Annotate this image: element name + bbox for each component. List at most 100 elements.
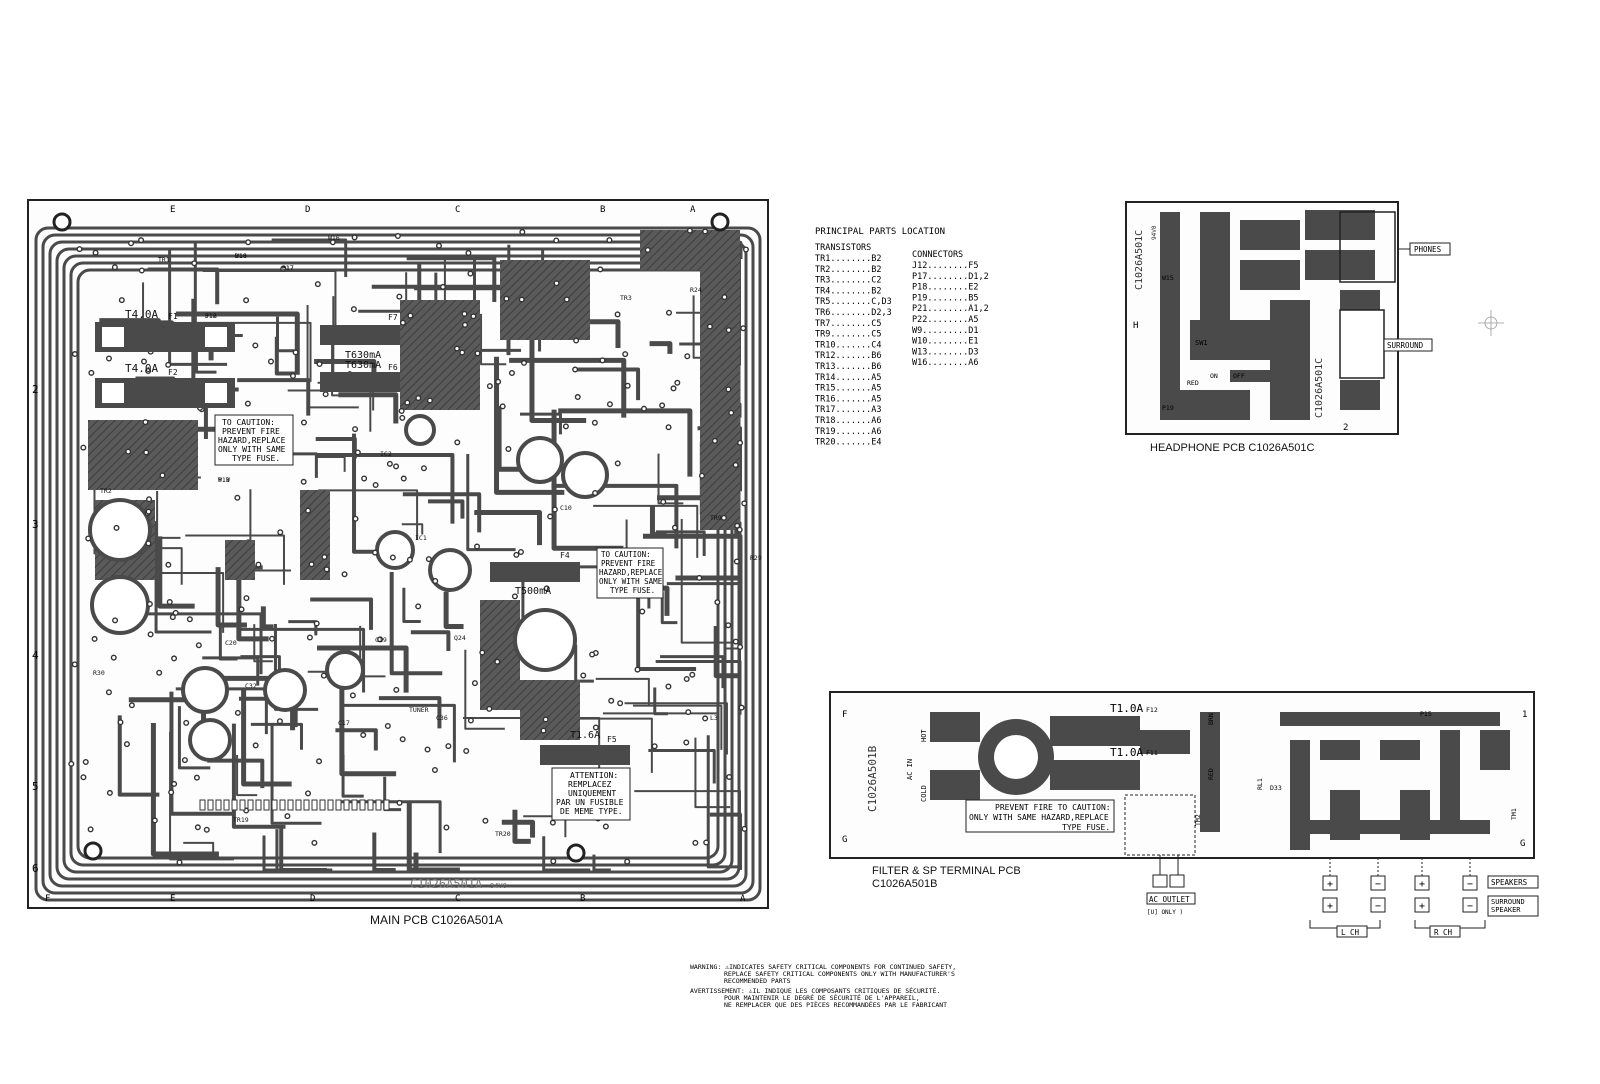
connector-location: W13........D3 [912, 347, 979, 357]
solder-pad [172, 609, 179, 616]
border-trace [62, 254, 734, 874]
solder-pad [407, 312, 414, 319]
grid-col-label: D [305, 205, 310, 215]
phones-jack-outline [1339, 211, 1396, 283]
solder-pad [400, 475, 407, 482]
solder-pad [165, 361, 172, 368]
solder-pad [151, 817, 158, 824]
solder-pad [462, 321, 469, 328]
solder-pad [128, 240, 135, 247]
filter-label-p15: P15 [1420, 710, 1432, 718]
solder-pad [737, 439, 744, 446]
transistor-location: TR16.......A5 [815, 394, 882, 404]
component-ref-label: TR9 [710, 514, 722, 522]
grid-row-label: 3 [32, 518, 39, 531]
component-ref-label: L3 [710, 714, 718, 722]
copper-trace [250, 722, 304, 750]
transistor-location: TR15.......A5 [815, 384, 882, 394]
solder-pad [234, 494, 241, 501]
solder-pad [714, 599, 721, 606]
solder-pad [651, 743, 658, 750]
solder-pad [255, 561, 262, 568]
copper-pour [500, 260, 590, 340]
solder-pad [683, 739, 690, 746]
capacitor-outline [375, 530, 415, 570]
grid-col-label: C [455, 205, 460, 215]
solder-pad [435, 242, 442, 249]
copper-trace [660, 592, 678, 625]
headphone-copper [1160, 210, 1380, 420]
solder-pad [252, 742, 259, 749]
component-ref-label: C19 [375, 636, 387, 644]
solder-pad [142, 419, 149, 426]
solder-pad [591, 419, 598, 426]
solder-pad [112, 617, 119, 624]
solder-pad [243, 297, 250, 304]
mounting-hole [710, 212, 730, 232]
solder-pad [551, 506, 558, 513]
warning-en-2: REPLACE SAFETY CRITICAL COMPONENTS ONLY … [724, 970, 955, 978]
solder-pad [725, 386, 732, 393]
fuse-f5-ref: F5 [607, 735, 617, 744]
solder-pad [732, 462, 739, 469]
caution2-line-3: HAZARD,REPLACE [599, 568, 663, 577]
component-ref-label: D17 [282, 264, 294, 272]
attention-line-4: PAR UN FUSIBLE [556, 798, 624, 807]
solder-pad [726, 773, 733, 780]
terminal-polarity: + [1419, 879, 1425, 890]
filter-grid-1: 1 [1522, 710, 1527, 720]
copper-trace [340, 703, 456, 763]
solder-pad [289, 372, 296, 379]
copper-trace [593, 504, 699, 558]
solder-pad [399, 414, 406, 421]
copper-trace [632, 704, 723, 750]
copper-trace [231, 723, 286, 829]
solder-pad [685, 709, 692, 716]
solder-pad [71, 351, 78, 358]
solder-pad [314, 281, 321, 288]
solder-pad [146, 496, 153, 503]
copper-trace [271, 238, 348, 278]
ic-pin [351, 799, 358, 811]
solder-pad [665, 683, 672, 690]
terminal-polarity: + [1327, 901, 1333, 912]
ic-pin [271, 799, 278, 811]
copper-trace [274, 336, 296, 376]
solder-pad [300, 419, 307, 426]
solder-pad [267, 358, 274, 365]
solder-pad [245, 239, 252, 246]
solder-pad [166, 599, 173, 606]
ic-pin [295, 799, 302, 811]
warning-fr-3: NE REMPLACER QUE DES PIÈCES RECOMMANDÉES… [724, 1000, 947, 1009]
component-ref-label: IC1 [415, 534, 427, 542]
main-attention-box: ATTENTION: REMPLACEZ UNIQUEMENT PAR UN F… [551, 767, 631, 821]
connector-location: W16........A6 [912, 358, 979, 368]
solder-pad [617, 700, 624, 707]
solder-pad [482, 817, 489, 824]
capacitor-outline [88, 498, 152, 562]
solder-pad [659, 402, 666, 409]
solder-pad [234, 709, 241, 716]
solder-pad [117, 719, 124, 726]
registration-crosshair [1478, 310, 1504, 336]
component-ref-label: TR19 [233, 816, 249, 824]
filter-caution-3: TYPE FUSE. [1062, 823, 1110, 832]
solder-pad [696, 574, 703, 581]
component-ref-label: TR1 [158, 256, 170, 264]
copper-trace [713, 626, 740, 679]
solder-pad [624, 858, 631, 865]
capacitor-outline [90, 575, 150, 635]
solder-pad [323, 566, 330, 573]
solder-pad [169, 614, 176, 621]
solder-pad [698, 472, 705, 479]
solder-pad [589, 651, 596, 658]
capacitor-outline [561, 451, 609, 499]
transistor-location: TR9........C5 [815, 330, 882, 340]
fuse-f6: T630mA F6 [320, 360, 400, 392]
copper-trace [542, 836, 591, 872]
copper-pour [225, 540, 255, 580]
component-ref-label: C10 [560, 504, 572, 512]
solder-pad [486, 705, 493, 712]
fuse-f2-ref: F2 [168, 368, 178, 377]
solder-pad [316, 361, 323, 368]
